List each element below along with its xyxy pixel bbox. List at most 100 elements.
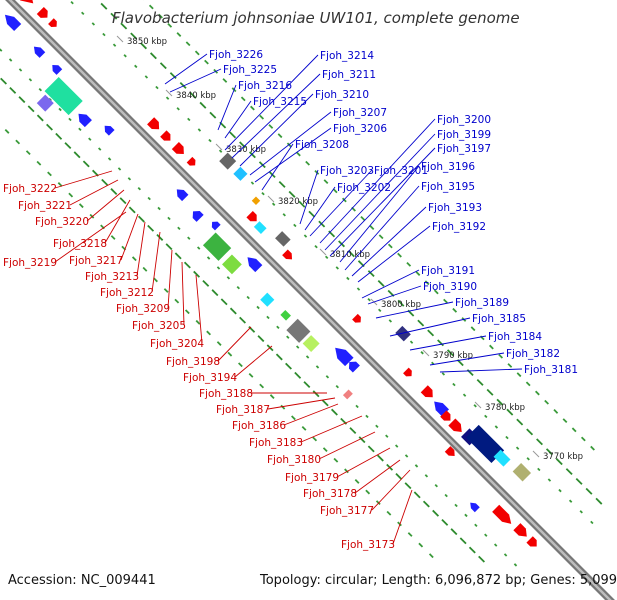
gc-dot — [36, 114, 44, 122]
gc-dot — [355, 404, 359, 409]
gc-dot — [424, 474, 429, 478]
gc-dot — [585, 487, 593, 495]
gc-dot — [0, 77, 8, 85]
gc-dot — [82, 160, 90, 168]
gc-dot — [409, 340, 414, 344]
gc-dot — [474, 523, 478, 527]
gc-dot — [98, 147, 102, 151]
gc-dot — [165, 243, 173, 251]
gc-dot — [378, 234, 384, 240]
gc-dot — [516, 372, 522, 378]
gc-dot — [276, 325, 280, 329]
gc-dot — [298, 200, 306, 208]
gc-dot — [259, 383, 265, 389]
figure-title: Flavobacterium johnsoniae UW101, complet… — [112, 9, 520, 27]
gene-label: Fjoh_3184 — [488, 331, 542, 343]
gc-dot — [367, 270, 375, 278]
label-leader-line — [354, 459, 401, 494]
gc-dot — [38, 88, 43, 92]
gene-feature-36 — [403, 367, 412, 377]
scale-tick-label: 3820 kbp — [278, 197, 318, 207]
gc-dot — [360, 215, 366, 221]
gene-label: Fjoh_3202 — [337, 182, 391, 194]
scale-tick-label: 3830 kbp — [226, 145, 266, 155]
gc-dot — [428, 553, 434, 559]
gc-dot — [404, 482, 412, 490]
gc-dot — [176, 107, 180, 111]
gc-dot — [46, 123, 53, 131]
gc-dot — [365, 489, 371, 495]
gc-dot — [367, 445, 375, 453]
gc-dot — [261, 191, 265, 196]
gene-label: Fjoh_3190 — [423, 281, 477, 293]
gc-dot — [120, 22, 128, 30]
gc-dot — [196, 246, 201, 250]
scale-tick-label: 3770 kbp — [543, 452, 583, 462]
gc-dot — [258, 161, 266, 169]
gene-label: Fjoh_3208 — [295, 139, 349, 151]
gene-feature-37 — [420, 385, 433, 398]
scale-tick-label: 3850 kbp — [127, 37, 167, 47]
label-leader-line — [344, 185, 420, 271]
gc-dot — [312, 436, 318, 442]
gc-dot — [68, 192, 74, 198]
gc-dot — [395, 473, 403, 480]
gc-dot — [250, 181, 255, 185]
gc-dot — [91, 22, 96, 26]
gene-feature-33 — [348, 361, 360, 373]
gene-label: Fjoh_3196 — [421, 161, 475, 173]
gc-dot — [167, 216, 171, 221]
gene-label: Fjoh_3217 — [69, 255, 123, 267]
gc-dot — [417, 319, 425, 327]
gc-dot — [544, 399, 549, 405]
label-leader-line — [336, 447, 391, 478]
gene-label: Fjoh_3183 — [249, 437, 303, 449]
gc-dot — [358, 436, 366, 444]
gc-dot — [199, 101, 207, 109]
gc-dot — [454, 503, 458, 508]
scale-tick-mark — [532, 450, 540, 458]
gene-label: Fjoh_3215 — [253, 96, 307, 108]
gc-dot — [127, 177, 132, 181]
gc-dot — [9, 86, 17, 94]
gene-label: Fjoh_3211 — [322, 69, 376, 81]
gc-dot — [282, 213, 286, 217]
gc-dot — [308, 210, 316, 218]
gene-label: Fjoh_3181 — [524, 364, 578, 376]
gc-dot — [275, 353, 283, 361]
gc-dot — [194, 50, 200, 56]
label-leader-line — [357, 225, 431, 283]
gc-dot — [55, 132, 63, 140]
gc-dot — [369, 225, 375, 230]
gc-dot — [149, 52, 157, 60]
gc-dot — [493, 543, 498, 547]
gc-dot — [507, 363, 513, 368]
gene-label: Fjoh_3212 — [100, 287, 154, 299]
gc-dot — [89, 213, 95, 219]
gc-dot — [303, 234, 308, 238]
gc-dot — [375, 424, 379, 428]
gc-dot — [503, 553, 508, 557]
gc-dot — [110, 235, 116, 240]
gc-dot — [137, 186, 141, 191]
gc-dot — [236, 285, 240, 290]
gc-dot — [446, 349, 454, 357]
gc-dot — [156, 234, 164, 241]
gene-label: Fjoh_3203 — [320, 165, 374, 177]
gene-feature-4 — [33, 46, 46, 58]
gc-dot — [238, 362, 243, 368]
gc-dot — [206, 330, 212, 336]
gc-dot — [450, 528, 458, 536]
label-leader-line — [267, 397, 336, 410]
gc-dot — [420, 351, 424, 355]
gc-dot — [568, 499, 573, 503]
gc-dot — [349, 427, 357, 434]
gene-label: Fjoh_3206 — [333, 123, 387, 135]
gene-feature-47 — [492, 504, 512, 524]
gc-dot — [377, 279, 385, 287]
gene-feature-7 — [36, 94, 54, 112]
gc-dot — [406, 261, 412, 267]
